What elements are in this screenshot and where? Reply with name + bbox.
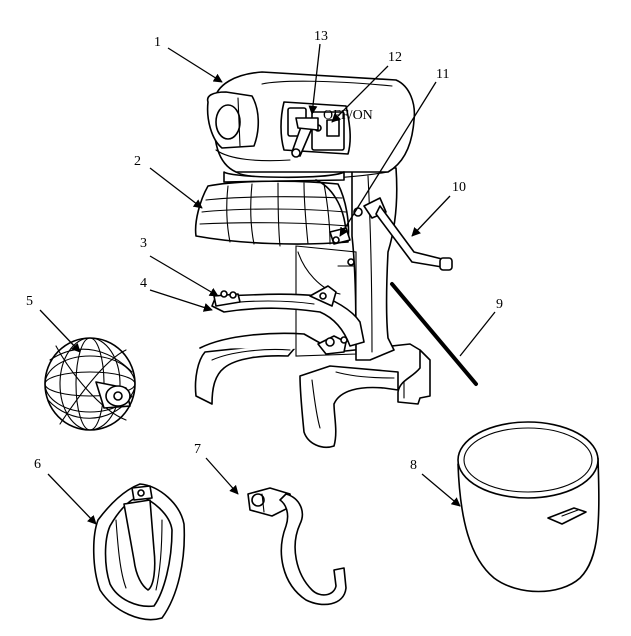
panel-text: OFF/ON xyxy=(323,108,373,123)
mixing-bowl xyxy=(457,421,600,593)
bowl-arm xyxy=(211,285,365,355)
callout-3: 3 xyxy=(140,236,147,251)
callout-12: 12 xyxy=(388,50,402,65)
callout-7: 7 xyxy=(194,442,201,457)
callout-8: 8 xyxy=(410,458,417,473)
bowl-lift-handle xyxy=(363,197,453,271)
callout-4: 4 xyxy=(140,276,147,291)
dough-hook xyxy=(247,487,347,606)
bowl-scraper-rod xyxy=(390,282,478,386)
callout-13: 13 xyxy=(314,29,328,44)
callout-labels: 1 2 3 4 5 6 7 8 9 10 11 12 13 xyxy=(26,29,503,473)
callout-9: 9 xyxy=(496,297,503,312)
flat-beater xyxy=(92,483,186,621)
callout-11: 11 xyxy=(436,67,449,82)
mixer-head: OFF/ON xyxy=(206,71,416,183)
callout-2: 2 xyxy=(134,154,141,169)
callout-1: 1 xyxy=(154,35,161,50)
safety-guard xyxy=(194,179,363,247)
mixer-base xyxy=(194,332,431,448)
callout-5: 5 xyxy=(26,294,33,309)
callout-10: 10 xyxy=(452,180,466,195)
callout-leaders xyxy=(39,43,496,525)
wire-whisk xyxy=(44,337,136,431)
callout-6: 6 xyxy=(34,457,41,472)
